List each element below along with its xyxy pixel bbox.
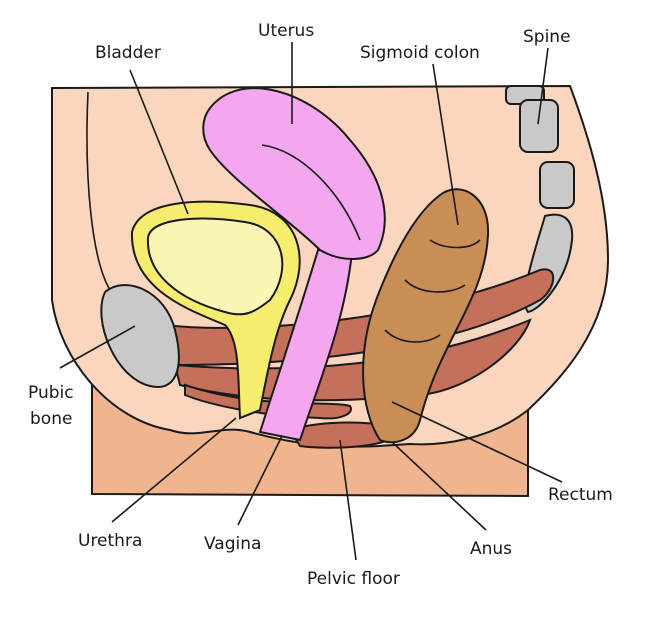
label-rectum: Rectum bbox=[548, 485, 613, 505]
label-anus: Anus bbox=[470, 539, 512, 559]
uterus bbox=[202, 87, 386, 260]
abdominal-wall-line bbox=[86, 91, 111, 291]
vagina bbox=[258, 248, 354, 442]
label-uterus: Uterus bbox=[258, 21, 314, 41]
label-pubic-bone-1: Pubic bbox=[28, 383, 74, 403]
label-urethra: Urethra bbox=[78, 531, 142, 551]
label-sigmoid-colon: Sigmoid colon bbox=[360, 43, 480, 63]
bladder-interior bbox=[146, 217, 284, 316]
label-bladder: Bladder bbox=[95, 43, 161, 63]
colon-segments bbox=[384, 239, 481, 343]
label-pubic-bone-2: bone bbox=[30, 409, 72, 429]
label-spine: Spine bbox=[523, 27, 571, 47]
leader-lines bbox=[59, 42, 563, 561]
label-pelvic-floor: Pelvic floor bbox=[307, 569, 400, 589]
sigmoid-colon-rectum bbox=[362, 188, 490, 444]
uterine-cavity bbox=[261, 144, 361, 241]
label-vagina: Vagina bbox=[204, 534, 261, 554]
